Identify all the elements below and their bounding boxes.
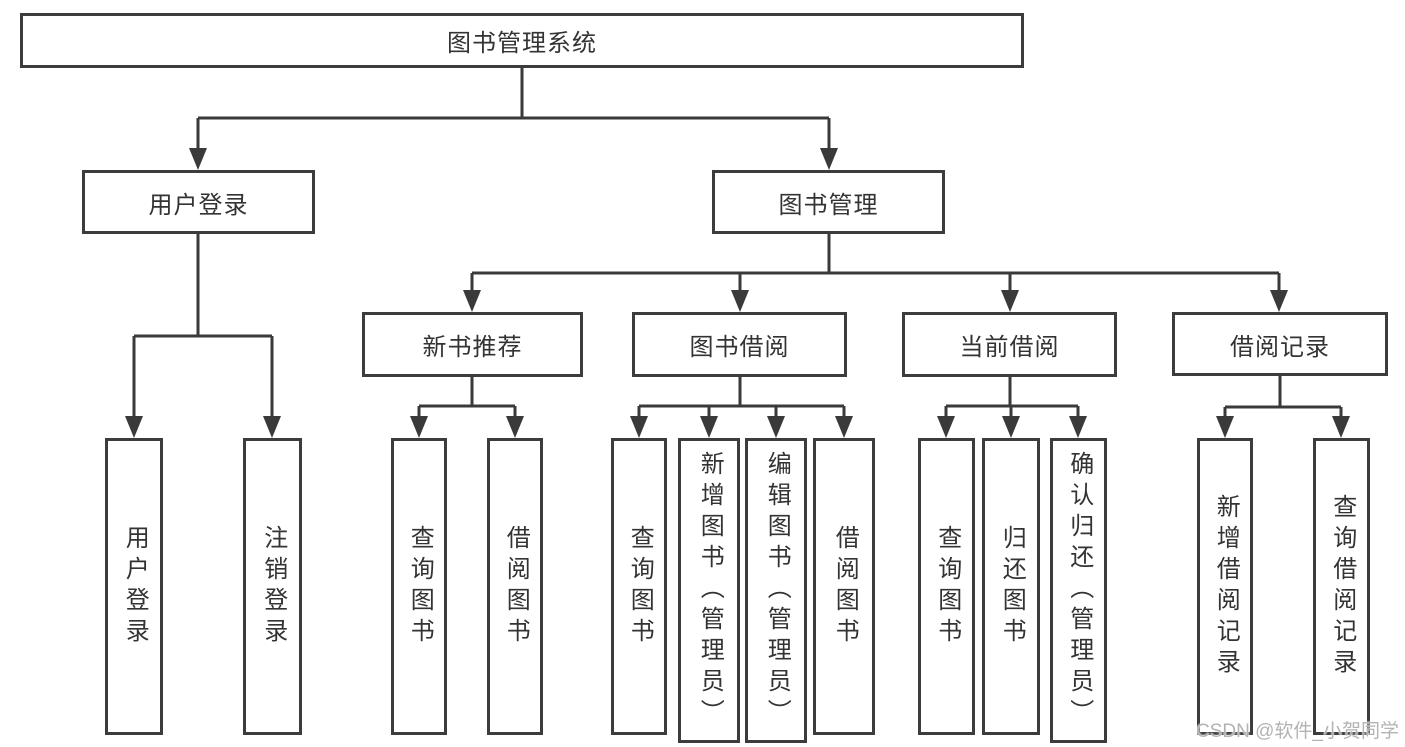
node-label: 新增图书（管理员）	[696, 451, 724, 730]
node-label: 查询图书	[626, 524, 654, 649]
leaf-add-book-admin: 新增图书（管理员）	[678, 438, 740, 743]
node-label: 借阅图书	[502, 524, 530, 649]
node-book-borrowing: 图书借阅	[632, 312, 847, 377]
leaf-query-borrow-record: 查询借阅记录	[1313, 438, 1370, 735]
node-label: 确认归还（管理员）	[1065, 451, 1093, 730]
leaf-logout: 注销登录	[243, 438, 302, 735]
node-label: 图书借阅	[689, 334, 790, 361]
watermark: CSDN @软件_小贺同学	[1196, 721, 1399, 742]
node-label: 查询借阅记录	[1328, 493, 1356, 680]
node-new-book-recommend: 新书推荐	[362, 312, 583, 377]
node-label: 借阅图书	[831, 524, 859, 649]
node-label: 用户登录	[148, 191, 249, 219]
leaf-confirm-return-admin: 确认归还（管理员）	[1050, 438, 1107, 743]
node-label: 编辑图书（管理员）	[763, 451, 791, 730]
node-label: 借阅记录	[1230, 333, 1330, 361]
node-label: 图书管理	[778, 191, 879, 219]
node-label: 图书管理系统	[447, 30, 597, 57]
node-current-borrowing: 当前借阅	[902, 312, 1117, 377]
node-label: 当前借阅	[959, 334, 1060, 361]
node-label: 归还图书	[998, 524, 1026, 649]
node-label: 注销登录	[259, 524, 287, 649]
leaf-query-books-current: 查询图书	[918, 438, 975, 735]
node-label: 新增借阅记录	[1212, 493, 1240, 680]
node-label: 用户登录	[121, 524, 149, 649]
arrowheads	[125, 148, 1350, 438]
node-borrowing-records: 借阅记录	[1172, 312, 1388, 376]
node-library-management-system: 图书管理系统	[20, 13, 1024, 68]
leaf-return-book: 归还图书	[982, 438, 1040, 735]
node-book-management: 图书管理	[712, 170, 945, 234]
node-label: 新书推荐	[422, 334, 523, 361]
node-user-login: 用户登录	[82, 170, 315, 234]
node-label: 查询图书	[933, 524, 961, 649]
leaf-edit-book-admin: 编辑图书（管理员）	[745, 438, 807, 743]
leaf-user-login: 用户登录	[105, 438, 163, 735]
leaf-add-borrow-record: 新增借阅记录	[1197, 438, 1253, 735]
leaf-borrow-books-recommend: 借阅图书	[487, 438, 543, 735]
leaf-query-books-borrowing: 查询图书	[611, 438, 667, 735]
node-label: 查询图书	[406, 524, 434, 649]
leaf-borrow-books: 借阅图书	[813, 438, 875, 735]
leaf-query-books-recommend: 查询图书	[391, 438, 447, 735]
